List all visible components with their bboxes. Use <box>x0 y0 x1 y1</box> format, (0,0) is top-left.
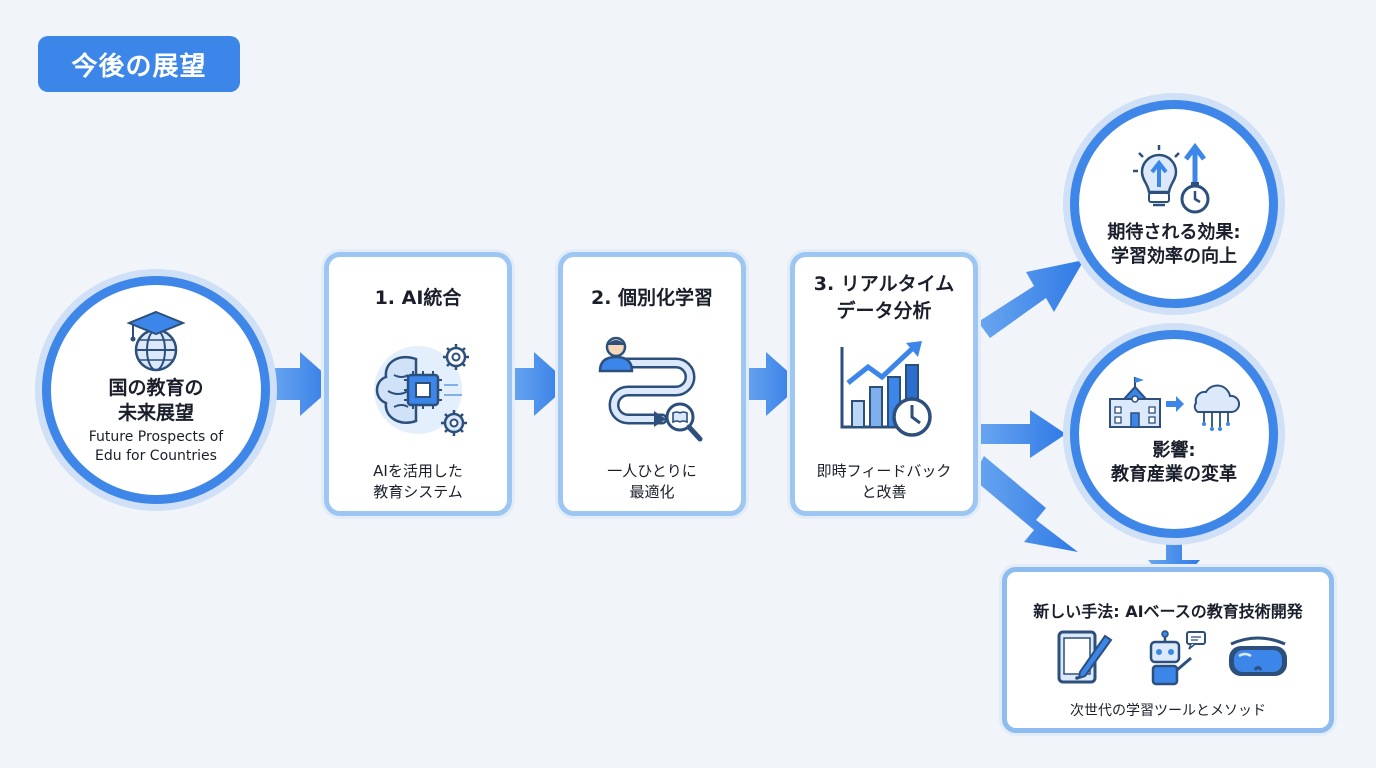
arrow-main-to-step1 <box>270 352 336 416</box>
arrow-step2-to-step3 <box>742 352 802 416</box>
new-methods-desc: 次世代の学習ツールとメソッド <box>1070 703 1266 719</box>
effect-line2: 学習効率の向上 <box>1111 246 1237 267</box>
step-card-personalized-learning: 2. 個別化学習 一人ひとりに 最適化 <box>558 252 746 516</box>
analytics-chart-clock-icon <box>840 341 932 437</box>
page-title: 今後の展望 <box>38 36 240 92</box>
tablet-pen-icon <box>1057 630 1113 684</box>
main-node: 国の教育の 未来展望 Future Prospects of Edu for C… <box>42 276 270 504</box>
new-methods-card: 新しい手法: AIベースの教育技術開発 次世代の学習ツールとメソッド <box>1002 567 1334 733</box>
step3-title-line1: 3. リアルタイム <box>813 273 955 295</box>
outcome-impact-node: 影響: 教育産業の変革 <box>1070 330 1278 538</box>
arrow-step3-to-new <box>972 456 1078 552</box>
step-card-ai-integration: 1. AI統合 AIを活用した 教育システム <box>324 252 512 516</box>
new-methods-title: 新しい手法: AIベースの教育技術開発 <box>1033 602 1303 621</box>
step3-title-line2: データ分析 <box>836 300 932 322</box>
vr-headset-icon <box>1229 636 1287 676</box>
impact-line2: 教育産業の変革 <box>1111 464 1237 485</box>
ai-brain-chip-icon <box>374 344 469 436</box>
step1-desc-line2: 教育システム <box>373 483 463 501</box>
personal-path-icon <box>598 336 703 442</box>
lightbulb-growth-icon <box>1133 142 1210 214</box>
arrow-step3-to-effect <box>978 260 1084 338</box>
robot-teacher-icon <box>1149 630 1206 686</box>
step2-title: 2. 個別化学習 <box>590 287 714 309</box>
outcome-effect-node: 期待される効果: 学習効率の向上 <box>1070 100 1278 308</box>
arrow-impact-to-new <box>1148 540 1200 590</box>
main-node-subtitle-line1: Future Prospects of <box>88 429 224 445</box>
arrow-step3-to-impact <box>978 410 1066 458</box>
main-node-title-line2: 未来展望 <box>117 402 194 424</box>
school-cloud-icon <box>1109 377 1241 431</box>
arrow-step1-to-step2 <box>510 352 570 416</box>
effect-line1: 期待される効果: <box>1107 222 1241 243</box>
main-node-title-line1: 国の教育の <box>108 377 204 399</box>
step3-desc-line1: 即時フィードバック <box>816 462 952 480</box>
step2-desc-line1: 一人ひとりに <box>607 462 697 480</box>
step2-desc-line2: 最適化 <box>629 483 675 501</box>
main-node-subtitle-line2: Edu for Countries <box>95 448 217 464</box>
impact-line1: 影響: <box>1152 440 1196 461</box>
step1-desc-line1: AIを活用した <box>373 462 463 480</box>
step3-desc-line2: と改善 <box>861 483 907 501</box>
step-card-realtime-analysis: 3. リアルタイム データ分析 即時フィードバック と改善 <box>790 252 978 516</box>
graduation-globe-icon <box>126 310 186 372</box>
step1-title: 1. AI統合 <box>374 287 462 309</box>
